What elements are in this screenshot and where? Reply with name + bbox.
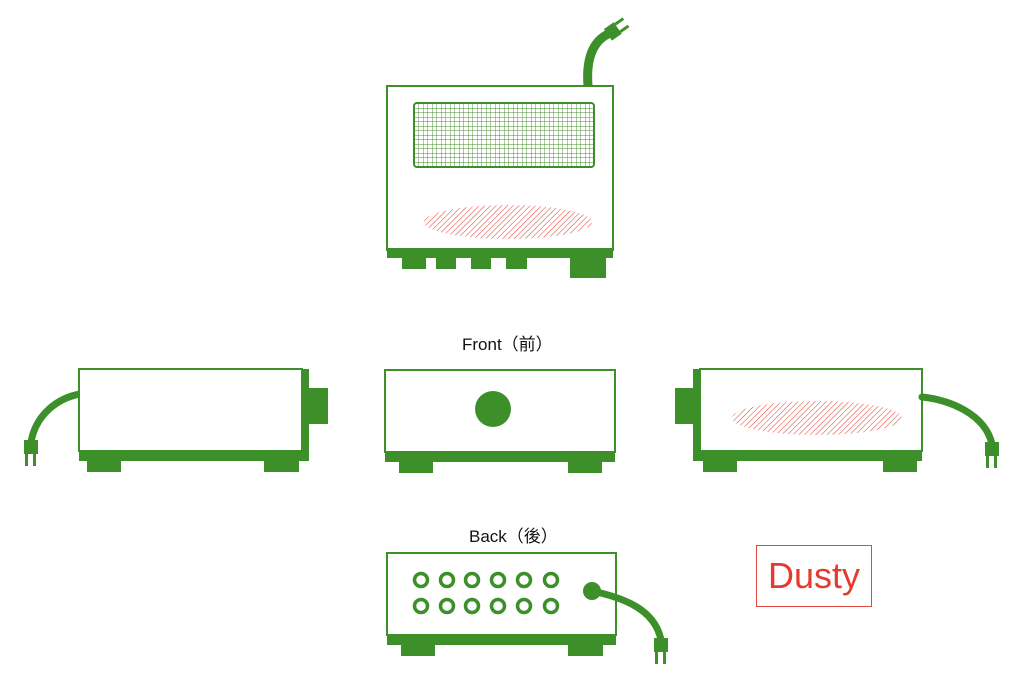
foot xyxy=(436,256,456,269)
status-badge: Dusty xyxy=(756,545,872,607)
base-strip xyxy=(693,451,922,461)
side-panel xyxy=(693,369,701,451)
foot xyxy=(87,459,121,472)
foot xyxy=(471,256,491,269)
power-cord xyxy=(588,587,665,644)
dust-patch xyxy=(424,205,592,239)
base-strip xyxy=(387,635,616,645)
plug-body xyxy=(24,440,38,454)
left-side-view xyxy=(24,368,328,472)
plug-body xyxy=(985,442,999,456)
power-cord xyxy=(583,29,613,91)
status-text: Dusty xyxy=(767,555,861,596)
foot xyxy=(883,459,917,472)
foot xyxy=(264,459,299,472)
plug-body xyxy=(654,638,668,652)
plug-prong xyxy=(994,454,997,468)
foot xyxy=(399,460,433,473)
right-side-view xyxy=(675,368,999,472)
front-view-label: Front（前） xyxy=(462,335,553,354)
connector-block xyxy=(308,388,328,424)
plug-prong xyxy=(986,454,989,468)
foot xyxy=(402,256,426,269)
back-view-label: Back（後） xyxy=(469,527,558,546)
connector-block xyxy=(675,388,695,424)
dust-patch xyxy=(732,401,902,435)
foot xyxy=(570,256,606,278)
plug-prong xyxy=(33,452,36,466)
power-cord xyxy=(27,390,84,446)
base-strip xyxy=(387,248,613,258)
foot xyxy=(401,643,435,656)
plug-prong xyxy=(25,452,28,466)
power-plug-icon xyxy=(603,17,630,41)
port-rings xyxy=(412,571,560,615)
front-view xyxy=(384,369,616,473)
vent-grille xyxy=(413,102,595,168)
power-cord xyxy=(918,393,996,448)
side-panel xyxy=(301,369,309,451)
back-view xyxy=(386,552,668,664)
plug-prong xyxy=(655,650,658,664)
top-view xyxy=(386,17,630,278)
power-button-icon xyxy=(475,391,511,427)
foot xyxy=(703,459,737,472)
base-strip xyxy=(385,452,615,462)
plug-prong xyxy=(663,650,666,664)
foot xyxy=(568,643,603,656)
base-strip xyxy=(79,451,309,461)
foot xyxy=(506,256,527,269)
device-body xyxy=(78,368,303,452)
device-body xyxy=(386,552,617,636)
foot xyxy=(568,460,602,473)
